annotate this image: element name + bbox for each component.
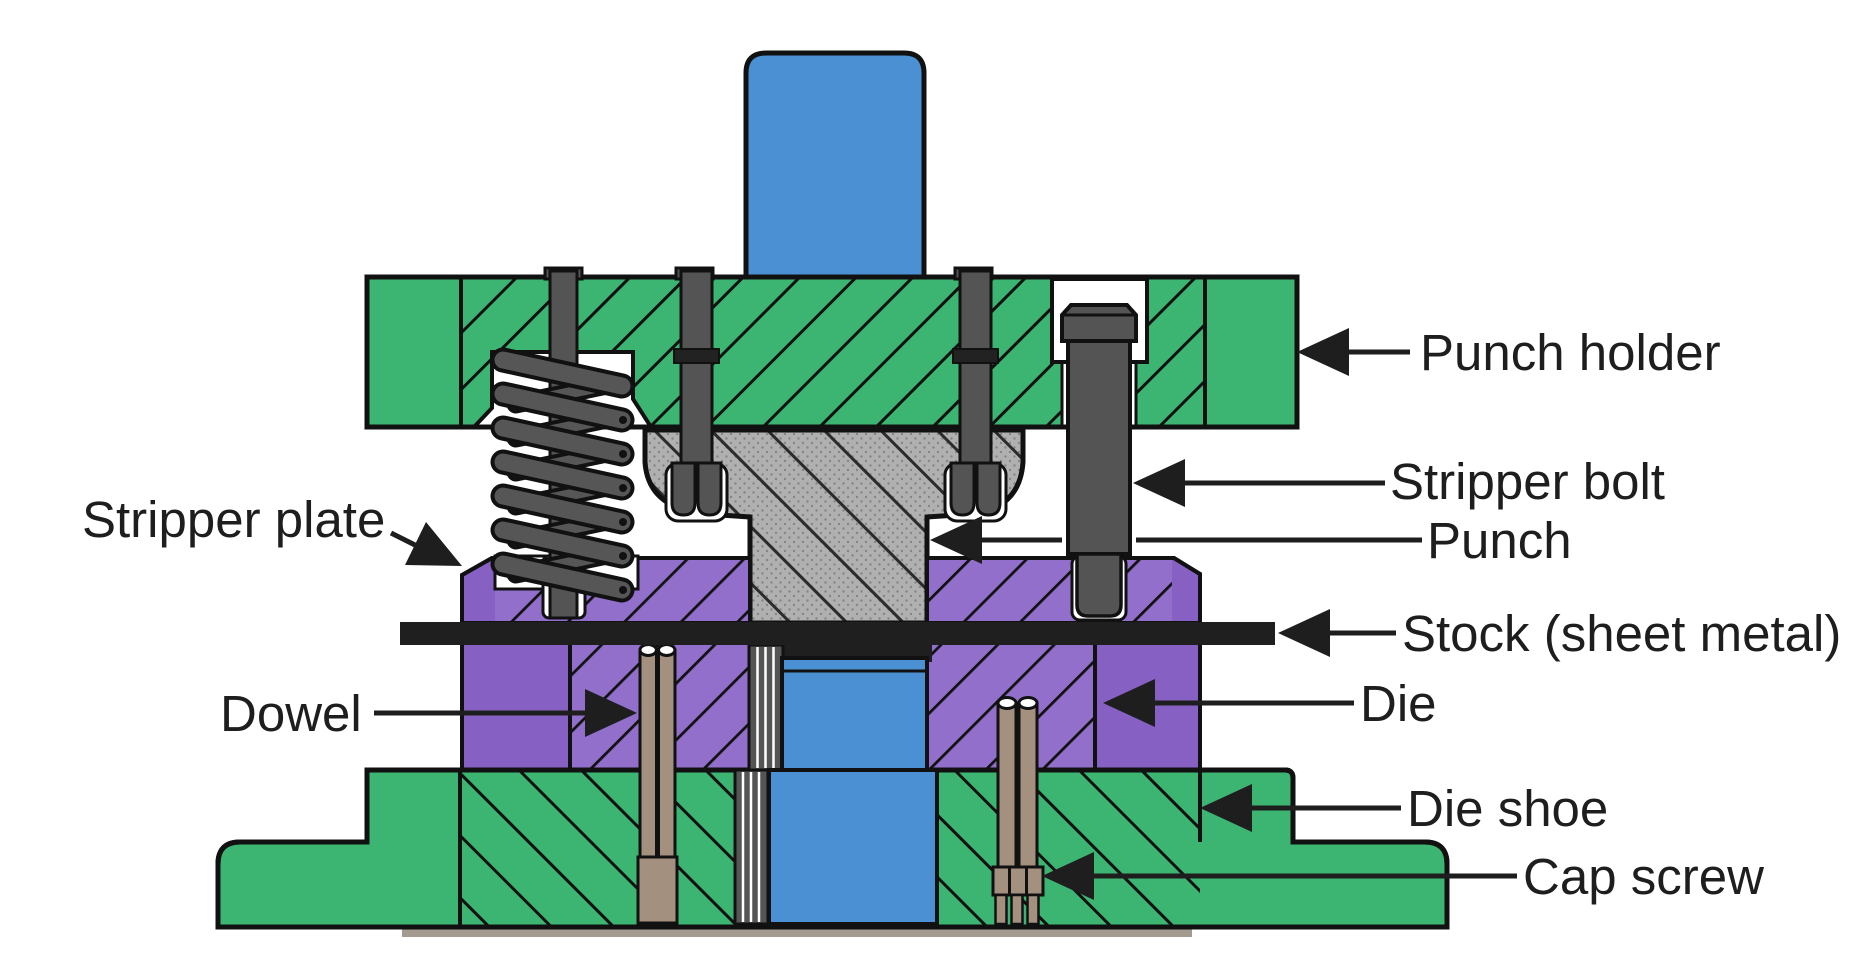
dowel-pin (636, 643, 679, 925)
cap-screw-part (991, 696, 1045, 926)
press-shank (743, 50, 927, 284)
spring-coil (490, 347, 635, 603)
label-die-shoe: Die shoe (1407, 780, 1608, 837)
arrow-stock (1278, 609, 1330, 657)
punch-retainer-left (664, 266, 729, 523)
die-right (925, 641, 1202, 772)
arrow-dowel (585, 689, 637, 737)
arrow-die (1103, 679, 1155, 727)
arrow-cap-screw (1042, 852, 1094, 900)
slug-lower (767, 768, 939, 926)
label-die: Die (1360, 675, 1437, 732)
arrow-stripper-bolt (1133, 459, 1185, 507)
arrow-punch-holder (1297, 328, 1349, 376)
label-dowel: Dowel (220, 685, 362, 742)
stock-strip (400, 622, 1275, 645)
label-stripper-bolt: Stripper bolt (1390, 453, 1665, 510)
arrow-die-shoe (1200, 784, 1252, 832)
leader-lines (374, 349, 1517, 879)
label-punch: Punch (1427, 512, 1572, 569)
label-stripper-plate: Stripper plate (82, 491, 385, 548)
arrow-punch (930, 516, 982, 564)
die-edge-shims-upper (747, 643, 785, 772)
label-punch-holder: Punch holder (1420, 324, 1721, 381)
punch-retainer-right (943, 266, 1008, 523)
label-stock: Stock (sheet metal) (1402, 605, 1841, 662)
stripper-bolt-part (1060, 303, 1138, 618)
arrow-stripper-plate (405, 522, 462, 566)
label-cap-screw: Cap screw (1523, 848, 1764, 905)
die-edge-shims-lower (733, 768, 770, 926)
arrowheads (405, 328, 1349, 900)
slug-upper (780, 656, 929, 772)
stripper-plate-right (925, 554, 1202, 625)
